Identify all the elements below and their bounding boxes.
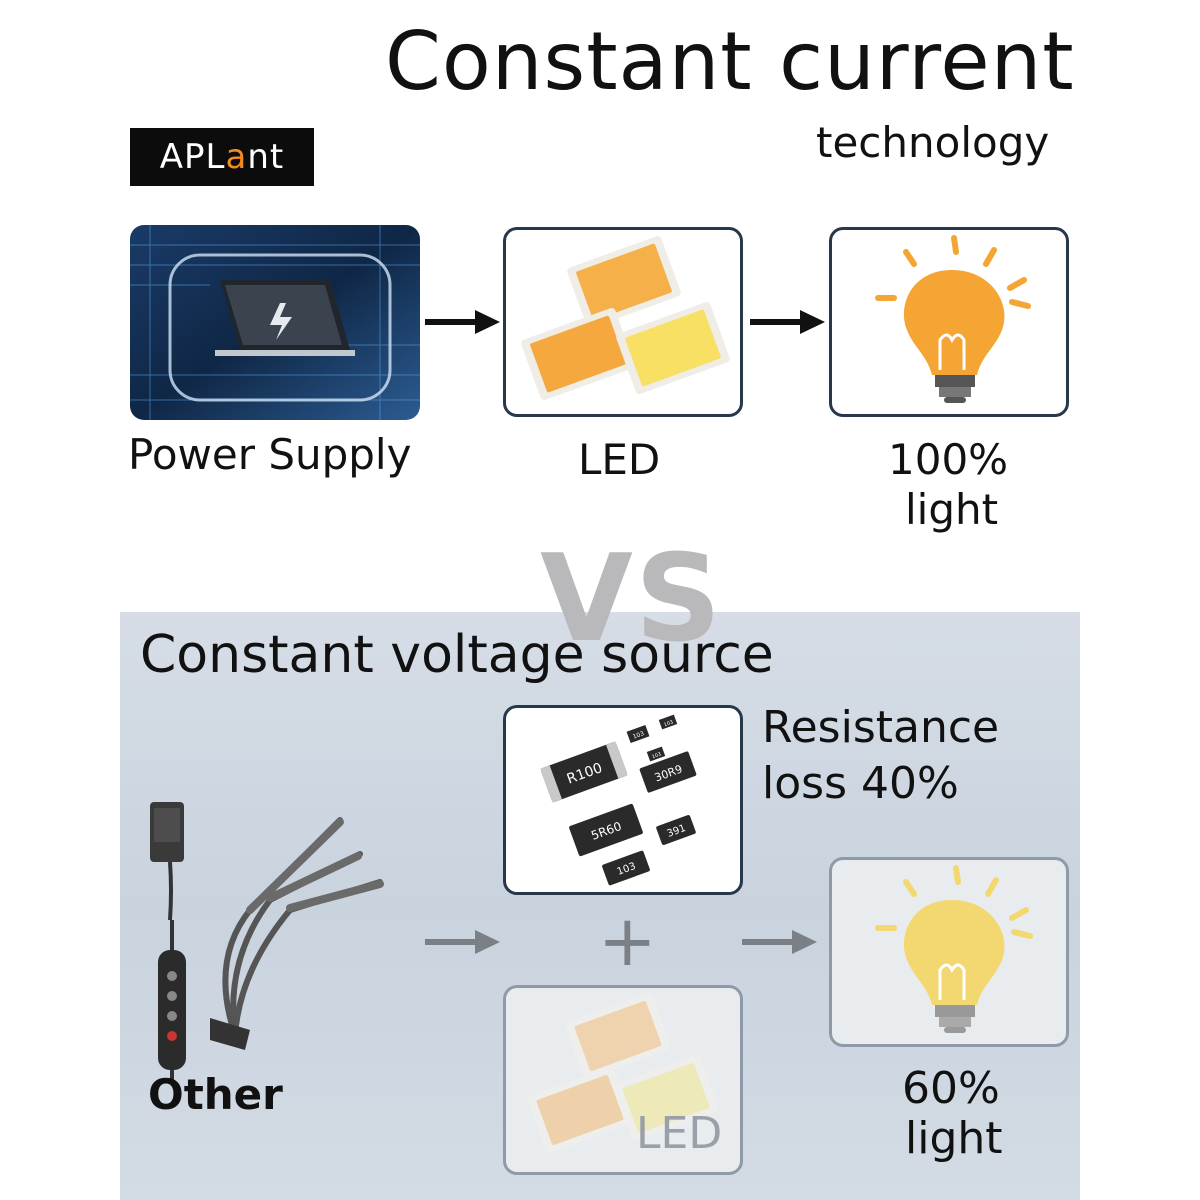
resistance-line2: loss 40% xyxy=(762,758,959,809)
vs-text: VS xyxy=(540,530,724,669)
lightbulb-icon xyxy=(875,235,1031,403)
resistance-line1: Resistance xyxy=(762,702,1000,753)
logo-text: APLant xyxy=(159,137,285,177)
brand-logo: APLant xyxy=(130,128,314,186)
plus-icon xyxy=(167,971,177,981)
faded-bulb-card xyxy=(829,857,1069,1047)
led-chip-icon xyxy=(565,993,671,1079)
arrow-icon xyxy=(750,308,825,340)
other-label: Other xyxy=(148,1070,283,1119)
page-subtitle: technology xyxy=(816,118,1050,167)
led-chip-icon xyxy=(613,1055,719,1141)
page-title: Constant current xyxy=(385,15,1075,108)
resistor-card: R100 30R9 5R60 391 103 103 103 103 xyxy=(503,705,743,895)
led-label: LED xyxy=(578,435,661,484)
grow-light-image xyxy=(140,790,400,1084)
arrow-icon xyxy=(742,928,817,960)
lightbulb-icon xyxy=(875,865,1033,1033)
resistor-code: 103 xyxy=(632,730,645,741)
faded-led-label: LED xyxy=(636,1108,723,1159)
led-chip-icon xyxy=(567,235,681,329)
plus-sign: + xyxy=(598,900,657,982)
resistor-code: 103 xyxy=(651,751,662,760)
output-unit: light xyxy=(905,485,999,534)
resistor-code: 103 xyxy=(663,719,674,728)
arrow-icon xyxy=(425,928,500,960)
power-supply-label: Power Supply xyxy=(128,430,412,479)
led-chip-icon xyxy=(616,301,730,395)
power-supply-image xyxy=(130,225,420,420)
faded-output-percent: 60% xyxy=(902,1063,1000,1114)
section-title: Constant voltage source xyxy=(140,625,774,685)
arrow-icon xyxy=(425,308,500,340)
led-card xyxy=(503,227,743,417)
faded-led-card: LED xyxy=(503,985,743,1175)
led-chip-icon xyxy=(527,1067,633,1153)
led-chip-icon xyxy=(521,307,635,401)
faded-output-unit: light xyxy=(905,1113,1003,1164)
output-percent: 100% xyxy=(888,435,1009,484)
bulb-card xyxy=(829,227,1069,417)
resistor-chips-icon: R100 30R9 5R60 391 103 103 103 103 xyxy=(540,714,697,886)
